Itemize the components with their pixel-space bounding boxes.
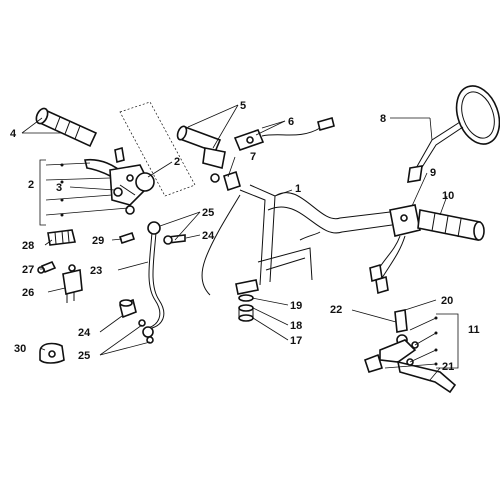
callout-22: 22 [330,304,342,316]
bulb [37,260,57,274]
left-grip [35,107,98,148]
callout-23: 23 [90,265,102,277]
callout-26: 26 [22,287,34,299]
leader-lines [21,104,459,381]
callout-21: 21 [442,361,454,373]
callout-2-left: 2 [28,179,34,191]
callout-17: 17 [290,335,302,347]
callout-28: 28 [22,240,34,252]
callout-25-upper: 25 [202,207,214,219]
callout-labels: 1 2 2 3 4 5 6 7 8 9 10 11 17 18 19 20 21… [10,100,480,373]
throttle-grip [176,125,226,183]
callout-4: 4 [10,128,17,140]
callout-9: 9 [430,167,436,179]
bolt-upper [163,234,186,245]
callout-18: 18 [290,320,302,332]
throttle-cable [201,194,241,296]
callout-24-lower: 24 [78,327,91,339]
handlebar-tube [235,184,393,295]
nipple-7 [223,170,241,192]
right-lever-assembly [363,309,457,394]
left-switch [47,229,76,246]
screw-29 [118,231,136,245]
callout-20: 20 [441,295,453,307]
left-control-assembly [84,146,155,215]
bolt-lower [119,298,137,319]
callout-10: 10 [442,190,454,202]
clamp [39,342,65,364]
callout-5: 5 [240,100,246,112]
callout-19: 19 [290,300,302,312]
callout-30: 30 [14,343,26,355]
callout-24-upper: 24 [202,230,215,242]
callout-27: 27 [22,264,34,276]
callout-7: 7 [250,151,256,163]
leader-dots [60,163,438,366]
callout-29: 29 [92,235,104,247]
throttle-housing [233,117,335,152]
callout-6: 6 [288,116,294,128]
dashed-frame [119,101,196,197]
callout-11: 11 [468,324,480,336]
nut-washer-stack [238,294,254,322]
callout-8: 8 [380,113,386,125]
right-switch-housing [369,204,421,295]
callout-3: 3 [56,182,62,194]
callout-2-top: 2 [174,156,180,168]
brake-hose [142,221,165,338]
washers-lower [138,319,154,344]
mirror [407,85,500,183]
right-grip [417,209,485,241]
relay [62,264,83,303]
callout-25-lower: 25 [78,350,90,362]
callout-1: 1 [295,183,301,195]
